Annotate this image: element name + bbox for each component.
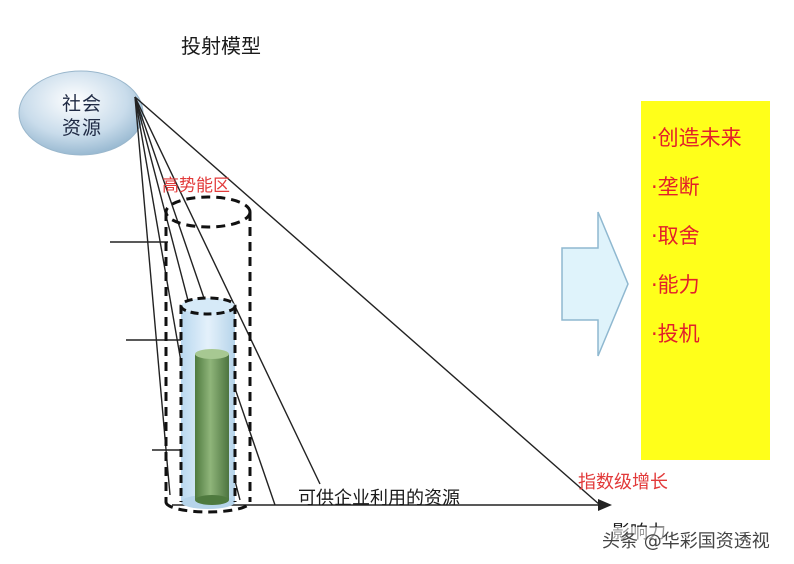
- outer-cylinder: [164, 195, 252, 514]
- capability-item: ·创造未来: [651, 126, 742, 150]
- ray-inner-4: [134, 96, 171, 496]
- social-resource-line1: 社会: [61, 93, 102, 115]
- capability-item: ·能力: [651, 273, 700, 297]
- exponential-growth-label: 指数级增长: [578, 472, 668, 493]
- usable-resource-label: 可供企业利用的资源: [298, 488, 460, 509]
- capability-item: ·垄断: [651, 175, 700, 199]
- capability-item: ·取舍: [651, 224, 700, 248]
- social-resource-line2: 资源: [61, 117, 102, 139]
- diagram-title: 投射模型: [181, 34, 261, 58]
- high-potential-label: 高势能区: [162, 176, 230, 196]
- social-resource-label: 社会 资源: [52, 92, 112, 140]
- capability-panel: ·创造未来 ·垄断 ·取舍 ·能力 ·投机: [641, 101, 770, 460]
- watermark: 头条 @华彩国资透视: [600, 527, 772, 553]
- right-arrow-icon: [561, 211, 629, 357]
- impact-axis-arrowhead: [598, 499, 612, 511]
- capability-item: ·投机: [651, 322, 700, 346]
- resource-bar: [195, 349, 229, 505]
- capability-list: ·创造未来 ·垄断 ·取舍 ·能力 ·投机: [651, 123, 742, 368]
- ray-outer: [134, 96, 601, 506]
- ray-mid: [134, 96, 321, 485]
